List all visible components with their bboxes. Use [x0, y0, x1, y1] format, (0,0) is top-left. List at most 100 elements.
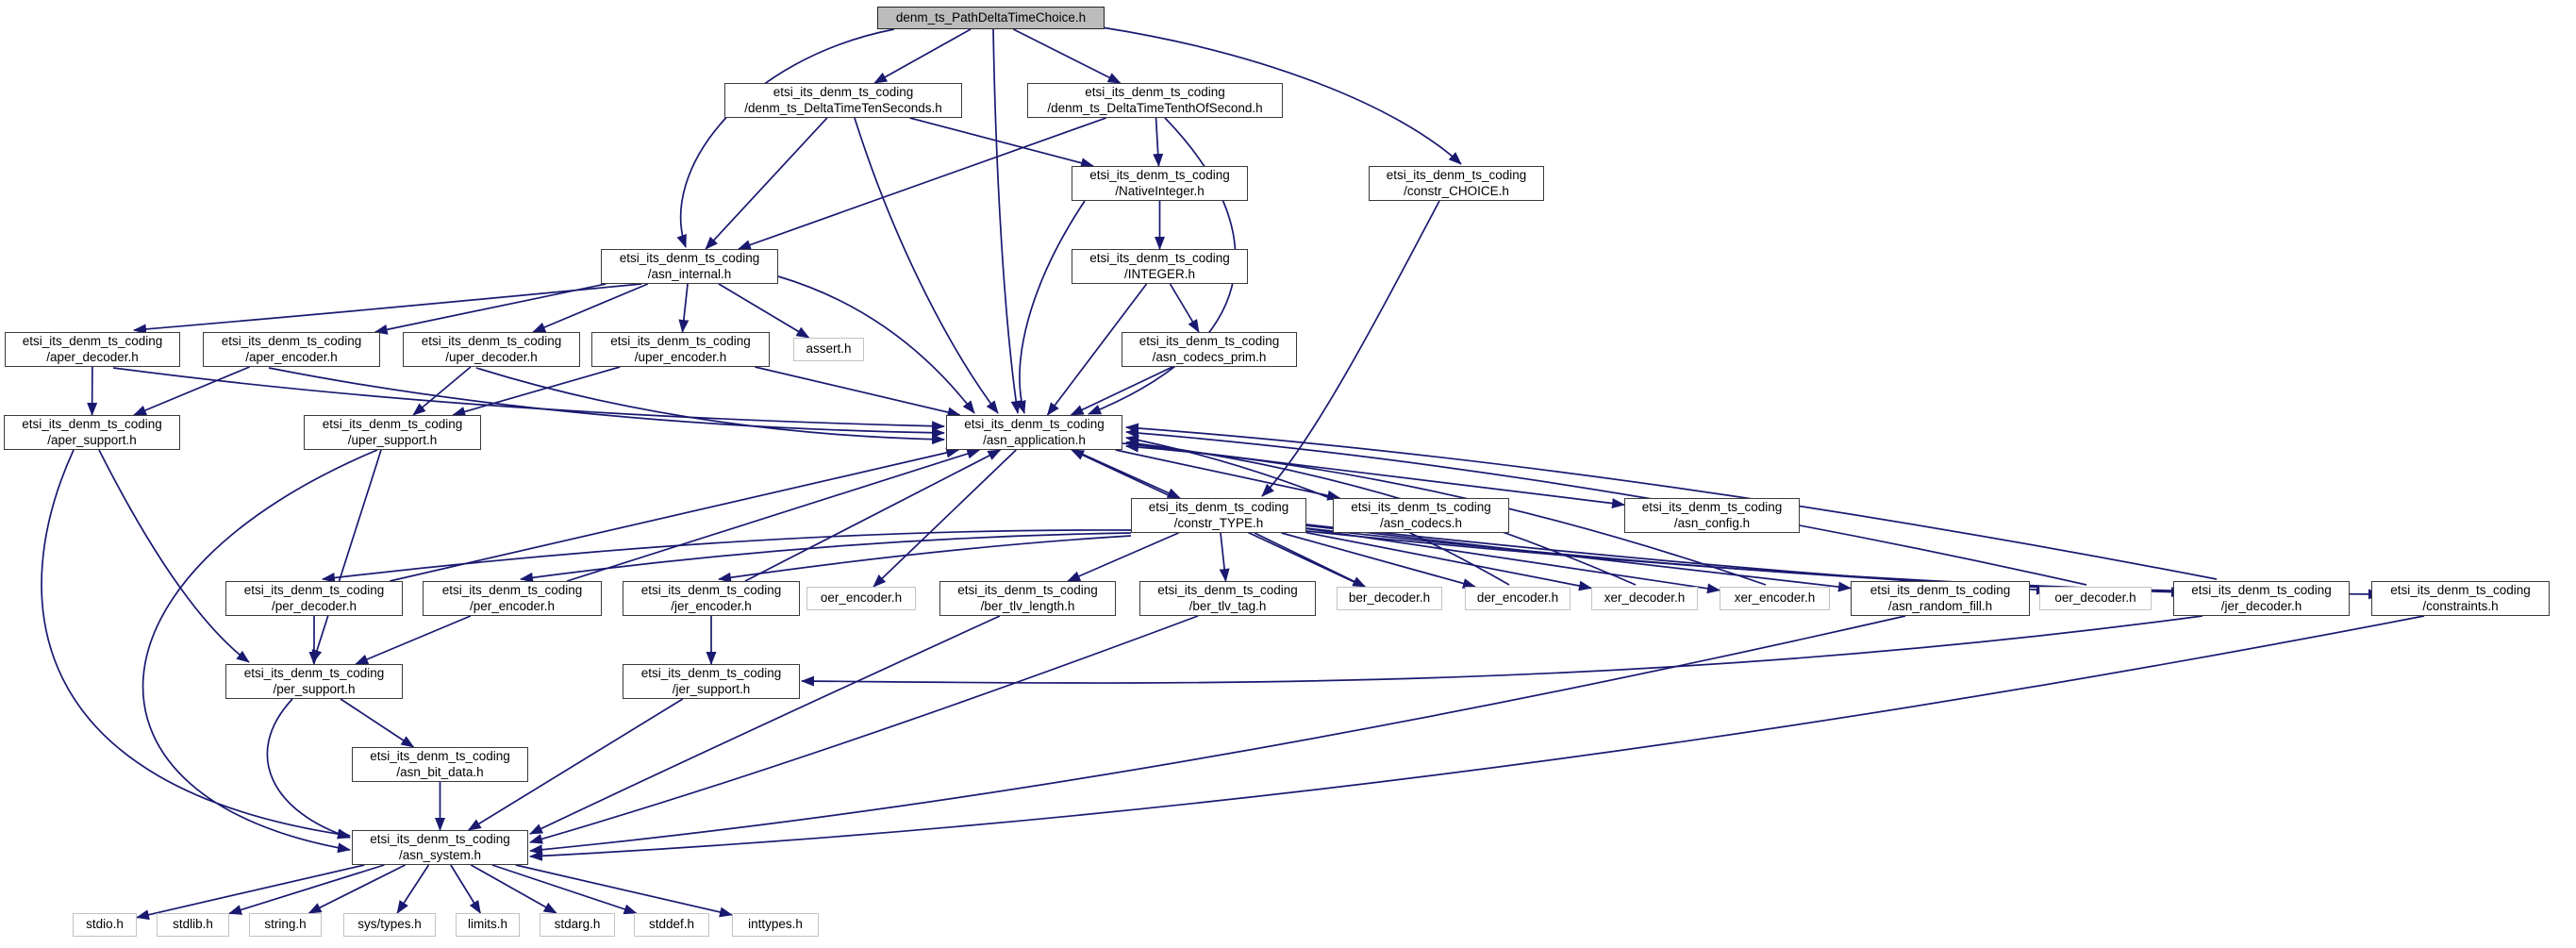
- edge-aper_decoder-to-asn_application: [112, 367, 945, 432]
- edge-oer_decoder-to-asn_application: [1125, 427, 2087, 586]
- edge-asn_random_fill-to-asn_system: [529, 615, 1906, 856]
- edge-asn_internal-to-assert: [718, 283, 810, 339]
- edge-constr_type-to-ber_tlv_length: [1067, 532, 1179, 582]
- graph-node-stddef: stddef.h: [634, 913, 709, 937]
- graph-node-asn_application[interactable]: etsi_its_denm_ts_coding /asn_application…: [946, 415, 1122, 450]
- graph-node-per_decoder[interactable]: etsi_its_denm_ts_coding /per_decoder.h: [225, 581, 403, 616]
- graph-node-xer_encoder: xer_encoder.h: [1720, 587, 1830, 610]
- edge-aper_support-to-per_support: [98, 449, 250, 663]
- graph-node-constr_choice[interactable]: etsi_its_denm_ts_coding /constr_CHOICE.h: [1369, 166, 1544, 201]
- edge-uper_decoder-to-asn_application: [475, 367, 945, 445]
- edge-integer-to-asn_application: [1046, 283, 1148, 416]
- graph-node-string: string.h: [249, 913, 322, 937]
- graph-node-ber_tlv_tag[interactable]: etsi_its_denm_ts_coding /ber_tlv_tag.h: [1139, 581, 1316, 616]
- edge-per_encoder-to-asn_application: [566, 448, 981, 582]
- graph-node-ber_decoder: ber_decoder.h: [1337, 587, 1442, 610]
- edge-asn_internal-to-uper_encoder: [678, 283, 690, 333]
- edge-asn_system-to-limits: [450, 864, 482, 914]
- edge-aper_support-to-asn_system: [41, 449, 351, 840]
- edge-focus-to-asn_application: [992, 28, 1022, 414]
- edge-constr_type-to-der_encoder: [1281, 532, 1476, 589]
- graph-node-asn_random_fill[interactable]: etsi_its_denm_ts_coding /asn_random_fill…: [1851, 581, 2030, 616]
- edge-ber_tlv_tag-to-asn_system: [529, 615, 1199, 844]
- graph-node-jer_encoder[interactable]: etsi_its_denm_ts_coding /jer_encoder.h: [623, 581, 800, 616]
- edge-asn_system-to-stdlib: [228, 864, 385, 915]
- edge-per_decoder-to-asn_application: [390, 447, 960, 582]
- graph-node-aper_decoder[interactable]: etsi_its_denm_ts_coding /aper_decoder.h: [5, 332, 180, 367]
- edge-uper_support-to-asn_system: [141, 449, 378, 854]
- edge-asn_system-to-sys_types: [396, 864, 430, 914]
- graph-node-sys_types: sys/types.h: [343, 913, 436, 937]
- edge-asn_system-to-string: [307, 864, 406, 914]
- edge-jer_decoder-to-asn_application: [1125, 423, 2218, 580]
- edge-uper_support-to-per_support: [311, 449, 382, 663]
- edge-asn_system-to-stddef: [491, 864, 638, 915]
- graph-node-jer_decoder[interactable]: etsi_its_denm_ts_coding /jer_decoder.h: [2173, 581, 2350, 616]
- edge-aper_encoder-to-aper_support: [133, 366, 250, 416]
- edge-jer_encoder-to-asn_application: [744, 449, 1002, 582]
- edge-asn_codecs_prim-to-asn_application: [1070, 366, 1173, 416]
- graph-node-stdarg: stdarg.h: [540, 913, 615, 937]
- edge-constr_type-to-ber_tlv_tag: [1219, 532, 1230, 582]
- edge-per_support-to-asn_system: [266, 698, 351, 840]
- graph-node-per_support[interactable]: etsi_its_denm_ts_coding /per_support.h: [225, 664, 403, 699]
- edge-ber_tlv_length-to-asn_system: [529, 615, 1001, 835]
- edge-native_integer-to-asn_application: [1015, 200, 1086, 414]
- graph-node-focus: denm_ts_PathDeltaTimeChoice.h: [877, 7, 1105, 29]
- graph-node-uper_decoder[interactable]: etsi_its_denm_ts_coding /uper_decoder.h: [403, 332, 580, 367]
- edge-asn_system-to-inttypes: [515, 864, 733, 918]
- graph-node-inttypes: inttypes.h: [732, 913, 819, 937]
- graph-node-per_encoder[interactable]: etsi_its_denm_ts_coding /per_encoder.h: [423, 581, 602, 616]
- edge-asn_internal-to-aper_encoder: [374, 283, 607, 335]
- graph-node-aper_support[interactable]: etsi_its_denm_ts_coding /aper_support.h: [4, 415, 180, 450]
- graph-node-limits: limits.h: [456, 913, 520, 937]
- edge-ten_seconds-to-asn_internal: [705, 117, 828, 250]
- edge-asn_system-to-stdarg: [470, 864, 557, 914]
- graph-node-tenth_second[interactable]: etsi_its_denm_ts_coding /denm_ts_DeltaTi…: [1027, 83, 1283, 118]
- edge-asn_application-to-constr_type: [1072, 449, 1181, 499]
- graph-node-ber_tlv_length[interactable]: etsi_its_denm_ts_coding /ber_tlv_length.…: [939, 581, 1116, 616]
- graph-node-asn_internal[interactable]: etsi_its_denm_ts_coding /asn_internal.h: [601, 249, 778, 284]
- edge-jer_support-to-asn_system: [467, 698, 684, 831]
- edge-constr_choice-to-constr_type: [1261, 200, 1440, 497]
- edge-jer_decoder-to-jer_support: [801, 615, 2203, 687]
- edge-uper_decoder-to-uper_support: [412, 366, 472, 416]
- edge-tenth_second-to-native_integer: [1153, 117, 1164, 167]
- graph-node-asn_bit_data[interactable]: etsi_its_denm_ts_coding /asn_bit_data.h: [352, 747, 528, 782]
- graph-node-uper_support[interactable]: etsi_its_denm_ts_coding /uper_support.h: [304, 415, 481, 450]
- graph-node-stdio: stdio.h: [73, 913, 137, 937]
- edge-integer-to-asn_codecs_prim: [1169, 283, 1200, 333]
- edge-asn_application-to-oer_encoder: [873, 449, 1017, 588]
- graph-node-asn_config[interactable]: etsi_its_denm_ts_coding /asn_config.h: [1624, 498, 1800, 533]
- edge-ten_seconds-to-asn_application: [854, 117, 999, 414]
- graph-node-assert: assert.h: [793, 338, 864, 361]
- graph-node-asn_system[interactable]: etsi_its_denm_ts_coding /asn_system.h: [352, 830, 528, 865]
- edge-constr_type-to-xer_decoder: [1305, 531, 1592, 591]
- graph-node-uper_encoder[interactable]: etsi_its_denm_ts_coding /uper_encoder.h: [591, 332, 770, 367]
- edge-constraints-to-asn_system: [529, 615, 2425, 861]
- graph-node-jer_support[interactable]: etsi_its_denm_ts_coding /jer_support.h: [623, 664, 800, 699]
- edge-uper_encoder-to-uper_support: [452, 366, 621, 417]
- graph-node-aper_encoder[interactable]: etsi_its_denm_ts_coding /aper_encoder.h: [203, 332, 380, 367]
- graph-node-asn_codecs_prim[interactable]: etsi_its_denm_ts_coding /asn_codecs_prim…: [1122, 332, 1297, 367]
- graph-node-oer_encoder: oer_encoder.h: [806, 587, 916, 610]
- edge-focus-to-ten_seconds: [873, 28, 972, 84]
- edge-asn_internal-to-asn_application: [777, 275, 975, 414]
- edge-xer_encoder-to-asn_application: [1125, 441, 1767, 586]
- graph-node-stdlib: stdlib.h: [157, 913, 229, 937]
- edge-focus-to-constr_choice: [1101, 26, 1462, 165]
- edge-aper_encoder-to-asn_application: [268, 367, 945, 439]
- graph-node-asn_codecs[interactable]: etsi_its_denm_ts_coding /asn_codecs.h: [1333, 498, 1509, 533]
- edge-asn_internal-to-aper_decoder: [133, 283, 642, 335]
- graph-node-native_integer[interactable]: etsi_its_denm_ts_coding /NativeInteger.h: [1072, 166, 1248, 201]
- edge-asn_application-to-asn_codecs: [1115, 449, 1341, 501]
- graph-node-ten_seconds[interactable]: etsi_its_denm_ts_coding /denm_ts_DeltaTi…: [724, 83, 962, 118]
- graph-node-integer[interactable]: etsi_its_denm_ts_coding /INTEGER.h: [1072, 249, 1248, 284]
- graph-node-constr_type[interactable]: etsi_its_denm_ts_coding /constr_TYPE.h: [1131, 498, 1306, 533]
- edge-focus-to-tenth_second: [1012, 28, 1122, 84]
- edge-constr_type-to-per_decoder: [322, 529, 1132, 583]
- edge-per_encoder-to-per_support: [355, 615, 472, 665]
- graph-node-constraints[interactable]: etsi_its_denm_ts_coding /constraints.h: [2371, 581, 2550, 616]
